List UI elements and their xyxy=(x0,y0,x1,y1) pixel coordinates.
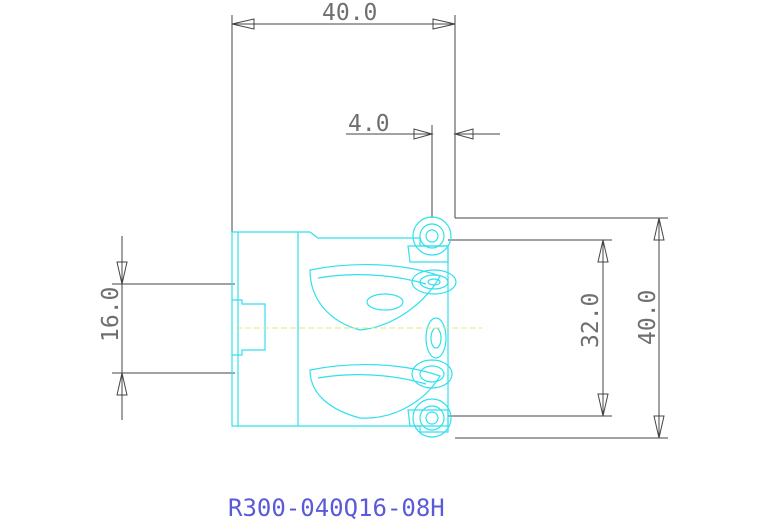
insert-upper xyxy=(411,269,457,295)
cutter-body xyxy=(231,231,449,433)
dim-bore: 16.0 xyxy=(98,236,235,420)
dim-outer-diameter: 40.0 xyxy=(455,217,668,439)
dim-effective-diameter-label: 32.0 xyxy=(578,293,604,348)
dim-offset: 4.0 xyxy=(346,111,500,218)
dim-outer-diameter-label: 40.0 xyxy=(635,290,661,345)
dim-offset-label: 4.0 xyxy=(348,111,390,137)
insert-top xyxy=(412,216,452,256)
insert-lower xyxy=(411,359,453,389)
insert-middle xyxy=(425,317,447,359)
dim-overall-length: 40.0 xyxy=(231,0,456,232)
part-number: R300-040Q16-08H xyxy=(228,494,445,522)
dim-bore-label: 16.0 xyxy=(98,287,124,342)
dim-overall-length-label: 40.0 xyxy=(322,0,377,26)
dim-effective-diameter: 32.0 xyxy=(448,239,612,417)
insert-bottom xyxy=(412,398,452,438)
